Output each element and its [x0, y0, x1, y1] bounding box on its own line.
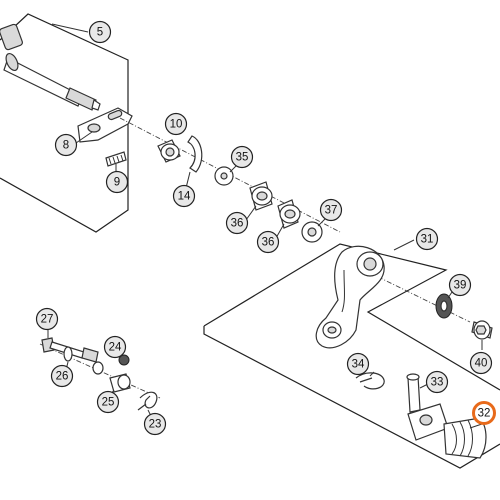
callout-label: 24 — [109, 342, 122, 354]
callout-label: 33 — [431, 377, 444, 389]
washer-37-hole — [307, 227, 317, 237]
callout-label: 36 — [262, 237, 275, 249]
callout-circle — [415, 227, 439, 251]
centerline-small-parts — [39, 343, 161, 399]
needle-bearing-2 — [277, 199, 301, 229]
return-spring — [137, 391, 158, 411]
leader-8 — [75, 131, 93, 144]
callout-32[interactable]: 32 — [472, 401, 496, 425]
callout-label: 26 — [56, 371, 69, 383]
washer-24 — [92, 361, 104, 375]
callout-circle — [425, 370, 449, 394]
guide-plate — [77, 107, 133, 143]
callout-label: 5 — [97, 27, 103, 39]
callout-label: 37 — [325, 205, 338, 217]
callout-label: 36 — [231, 218, 244, 230]
callout-39[interactable]: 39 — [448, 273, 472, 297]
small-bolt — [41, 337, 85, 359]
needle-bearing-1 — [249, 181, 273, 211]
leader-31 — [393, 239, 415, 251]
circlip — [187, 135, 203, 173]
callout-circle — [256, 230, 280, 254]
callout-circle — [54, 133, 78, 157]
callout-9[interactable]: 9 — [105, 170, 129, 194]
callout-circle — [105, 170, 129, 194]
callout-circle — [469, 351, 493, 375]
callout-label: 40 — [475, 358, 488, 370]
leader-37 — [317, 217, 327, 227]
guide-plate-slot — [107, 109, 123, 121]
nut — [118, 354, 130, 366]
callout-circle — [225, 211, 249, 235]
callout-24[interactable]: 24 — [103, 335, 127, 359]
callout-label: 34 — [352, 359, 365, 371]
callout-circle — [35, 307, 59, 331]
callout-circle — [346, 352, 370, 376]
callout-circle — [96, 390, 120, 414]
guide-plate-hole — [87, 123, 101, 133]
small-spring — [105, 151, 127, 167]
callout-label: 9 — [114, 177, 120, 189]
washer-39-hole — [440, 300, 448, 312]
shaft-group-frame — [0, 13, 129, 233]
callout-27[interactable]: 27 — [35, 307, 59, 331]
callout-40[interactable]: 40 — [469, 351, 493, 375]
callout-26[interactable]: 26 — [50, 364, 74, 388]
leader-5 — [51, 23, 89, 33]
callout-14[interactable]: 14 — [172, 184, 196, 208]
callout-10[interactable]: 10 — [164, 112, 188, 136]
callout-label: 23 — [149, 419, 162, 431]
bearing-sleeve — [157, 139, 181, 163]
callout-label: 35 — [236, 152, 249, 164]
callout-circle — [172, 184, 196, 208]
callout-8[interactable]: 8 — [54, 133, 78, 157]
callout-label: 25 — [102, 397, 115, 409]
leader-32 — [469, 423, 483, 429]
callout-23[interactable]: 23 — [143, 412, 167, 436]
callout-5[interactable]: 5 — [88, 20, 112, 44]
washer-26 — [63, 346, 73, 362]
callout-circle — [230, 145, 254, 169]
callout-34[interactable]: 34 — [346, 352, 370, 376]
callout-37[interactable]: 37 — [319, 198, 343, 222]
spacer — [81, 347, 99, 363]
lever-group-frame — [203, 243, 500, 391]
collar-bolt — [471, 320, 493, 340]
callout-circle — [103, 335, 127, 359]
callout-36[interactable]: 36 — [225, 211, 249, 235]
spring-clip — [355, 372, 385, 390]
leader-36a — [245, 205, 257, 221]
callout-circle — [50, 364, 74, 388]
callout-circle — [143, 412, 167, 436]
shift-pin — [406, 373, 421, 413]
bushing — [109, 373, 131, 393]
callout-label: 10 — [170, 119, 183, 131]
shift-shaft — [0, 23, 101, 111]
callout-25[interactable]: 25 — [96, 390, 120, 414]
callout-circle — [448, 273, 472, 297]
leader-36b — [275, 223, 285, 239]
callout-label: 31 — [421, 234, 434, 246]
callout-label: 39 — [454, 280, 467, 292]
callout-label: 8 — [63, 140, 69, 152]
shift-lever — [315, 245, 385, 349]
callout-36[interactable]: 36 — [256, 230, 280, 254]
callout-circle — [472, 401, 496, 425]
callout-35[interactable]: 35 — [230, 145, 254, 169]
callout-circle — [319, 198, 343, 222]
callout-33[interactable]: 33 — [425, 370, 449, 394]
callout-label: 32 — [478, 408, 491, 420]
callout-31[interactable]: 31 — [415, 227, 439, 251]
callout-label: 27 — [41, 314, 54, 326]
callout-label: 14 — [178, 191, 191, 203]
callout-circle — [164, 112, 188, 136]
callout-circle — [88, 20, 112, 44]
shift-lever-tip — [407, 403, 487, 459]
leader-34 — [369, 371, 375, 377]
leader-39 — [447, 291, 453, 299]
washer-35-hole — [220, 172, 228, 180]
leader-35 — [229, 165, 237, 173]
